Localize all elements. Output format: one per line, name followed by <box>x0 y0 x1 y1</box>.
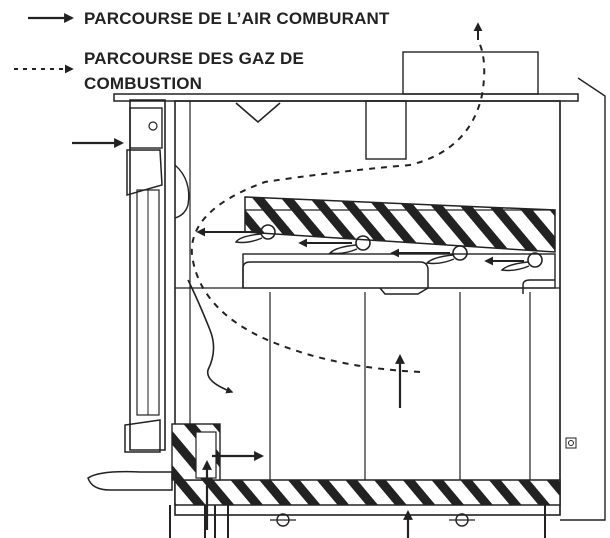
legend-gas-label-line2: COMBUSTION <box>84 74 202 93</box>
top-notch <box>235 102 281 124</box>
air-inlet-slider <box>129 107 163 149</box>
baffle-bracket <box>242 261 429 295</box>
legend-gas-label-line1: PARCOURSE DES GAZ DE <box>84 49 304 68</box>
air-flow-curve-icon <box>187 279 234 394</box>
legend: PARCOURSE DE L’AIR COMBURANT PARCOURSE D… <box>14 9 483 93</box>
base-legs <box>169 505 546 538</box>
ash-shelf <box>87 470 173 491</box>
air-inlet-knob <box>148 121 158 131</box>
door-hinge-bottom <box>124 419 161 453</box>
baffle-plate <box>244 196 556 253</box>
right-side-bolt <box>565 437 577 449</box>
airwash-tube <box>174 164 190 219</box>
legend-air-label: PARCOURSE DE L’AIR COMBURANT <box>84 9 390 28</box>
top-plate <box>113 93 579 102</box>
combustion-air-flow <box>72 138 524 538</box>
nozzle <box>328 235 371 255</box>
hearth-grate <box>174 479 561 506</box>
nozzle <box>234 224 276 244</box>
firebox-wall <box>174 100 561 516</box>
flue-collar <box>402 51 539 95</box>
nozzle <box>425 245 468 265</box>
door-handle-block <box>126 149 163 196</box>
right-side-panel <box>560 77 606 521</box>
door-frame <box>129 99 166 451</box>
stove-body <box>113 51 606 538</box>
right-side-bolt-head <box>568 440 574 446</box>
nozzle <box>500 252 543 272</box>
legend-air-entry: PARCOURSE DE L’AIR COMBURANT <box>28 9 483 40</box>
stove-door <box>87 99 190 491</box>
secondary-air-nozzles <box>234 224 543 272</box>
firebrick-panels <box>269 292 531 480</box>
baffle-hanger <box>365 100 407 160</box>
right-hook <box>522 279 555 294</box>
legend-gas-entry: PARCOURSE DES GAZ DE COMBUSTION <box>14 49 304 93</box>
